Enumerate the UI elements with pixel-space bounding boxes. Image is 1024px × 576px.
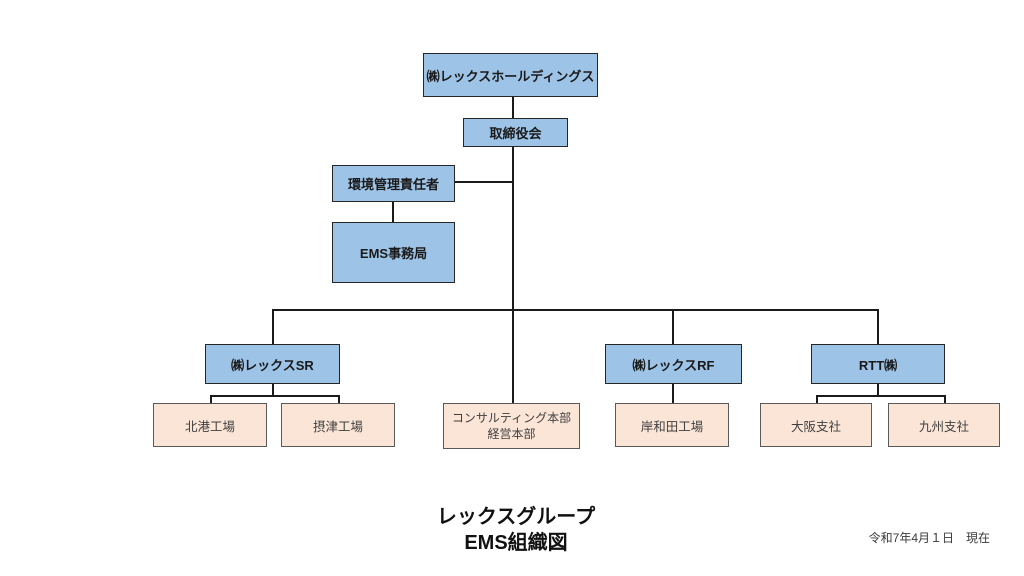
org-node-settsu-plant: 摂津工場 [281,403,395,447]
org-node-kyushu-branch: 九州支社 [888,403,1000,447]
connector-env-ems [392,202,394,222]
org-node-board-of-directors: 取締役会 [463,118,568,147]
org-node-kishiwada-plant: 岸和田工場 [615,403,729,447]
connector-subsidiary-bus [272,309,879,311]
org-node-rex-sr: ㈱レックスSR [205,344,340,384]
org-node-environmental-manager: 環境管理責任者 [332,165,455,202]
connector-drop-kyushu [944,395,946,403]
connector-drop-settsu [338,395,340,403]
connector-drop-hokko [210,395,212,403]
connector-env-manager-branch [455,181,513,183]
org-node-osaka-branch: 大阪支社 [760,403,872,447]
connector-drop-osaka [816,395,818,403]
connector-sr-stem [272,384,274,397]
connector-rtt-branches-bus [816,395,946,397]
org-node-hokko-plant: 北港工場 [153,403,267,447]
connector-drop-rex-sr [272,309,274,344]
connector-drop-rtt [877,309,879,344]
org-node-consulting-hq: コンサルティング本部 経営本部 [443,403,580,449]
connector-drop-rex-rf [672,309,674,344]
consulting-hq-line1: コンサルティング本部 [451,411,572,425]
org-node-rtt: RTT㈱ [811,344,945,384]
org-node-rex-rf: ㈱レックスRF [605,344,742,384]
consulting-hq-line2: 経営本部 [487,427,536,441]
org-node-holdings: ㈱レックスホールディングス [423,53,598,97]
as-of-date: 令和7年4月１日 現在 [868,531,990,545]
connector-central-trunk [512,147,514,403]
chart-title-line2: EMS組織図 [464,532,568,554]
connector-rf-kishiwada [672,384,674,403]
chart-title: レックスグループ EMS組織図 [376,504,656,556]
connector-holdings-board [512,97,514,118]
connector-sr-plants-bus [210,395,340,397]
org-node-ems-office: EMS事務局 [332,222,455,283]
connector-rtt-stem [877,384,879,397]
chart-title-line1: レックスグループ [436,506,596,528]
